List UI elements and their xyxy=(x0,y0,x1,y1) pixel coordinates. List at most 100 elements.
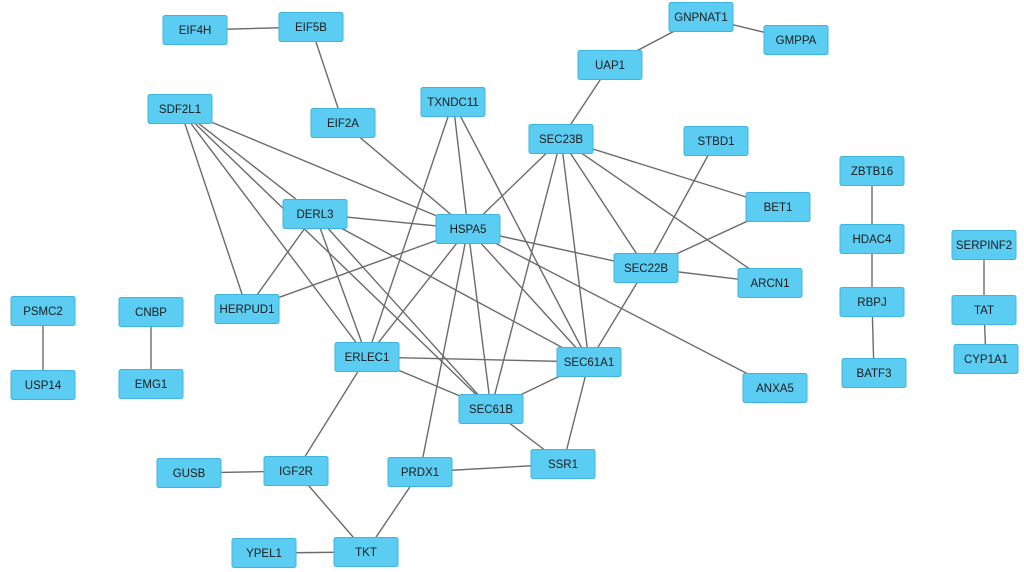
node-box xyxy=(953,344,1019,374)
node-box xyxy=(333,537,399,567)
node-label: YPEL1 xyxy=(246,548,282,560)
node-label: EMG1 xyxy=(135,379,168,391)
node-rbpj: RBPJ xyxy=(839,287,905,317)
node-box xyxy=(118,369,184,399)
node-stbd1: STBD1 xyxy=(683,126,749,156)
node-box xyxy=(214,294,280,324)
node-batf3: BATF3 xyxy=(841,358,907,388)
node-serpinf2: SERPINF2 xyxy=(951,230,1017,260)
node-arcn1: ARCN1 xyxy=(737,268,803,298)
node-label: SDF2L1 xyxy=(159,104,201,116)
node-label: EIF4H xyxy=(179,25,212,37)
node-box xyxy=(528,124,594,154)
node-label: PSMC2 xyxy=(23,306,63,318)
edge-eif5b-eif2a xyxy=(310,26,344,124)
node-box xyxy=(420,87,486,117)
node-label: ARCN1 xyxy=(751,278,790,290)
node-eif5b: EIF5B xyxy=(278,12,344,42)
node-box xyxy=(841,358,907,388)
edge-hspa5-sec61a1 xyxy=(467,228,590,363)
node-label: EIF2A xyxy=(327,118,359,130)
node-box xyxy=(613,253,679,283)
node-label: HERPUD1 xyxy=(220,304,275,316)
node-box xyxy=(334,342,400,372)
node-gusb: GUSB xyxy=(156,458,222,488)
node-ypel1: YPEL1 xyxy=(231,538,297,568)
node-box xyxy=(278,12,344,42)
node-label: GUSB xyxy=(173,468,206,480)
node-layer: EIF4H EIF5B EIF2A SDF2L1 TXNDC11 GNPNAT1GMPPA… xyxy=(10,2,1019,568)
node-box xyxy=(147,94,213,124)
edge-stbd1-sec22b xyxy=(645,140,717,269)
node-label: GMPPA xyxy=(776,35,817,47)
edge-sdf2l1-derl3 xyxy=(179,108,316,215)
node-box xyxy=(458,394,524,424)
node-box xyxy=(156,458,222,488)
node-uap1: UAP1 xyxy=(577,50,643,80)
node-label: RBPJ xyxy=(857,297,886,309)
node-box xyxy=(839,224,905,254)
node-box xyxy=(737,268,803,298)
node-box xyxy=(683,126,749,156)
node-box xyxy=(742,373,808,403)
node-igf2r: IGF2R xyxy=(263,456,329,486)
node-hdac4: HDAC4 xyxy=(839,224,905,254)
edge-sdf2l1-herpud1 xyxy=(179,108,248,310)
node-label: EIF5B xyxy=(295,22,327,34)
node-label: UAP1 xyxy=(595,60,625,72)
node-box xyxy=(263,456,329,486)
node-sdf2l1: SDF2L1 xyxy=(147,94,213,124)
node-hspa5: HSPA5 xyxy=(435,214,501,244)
node-label: HSPA5 xyxy=(450,224,487,236)
node-gmppa: GMPPA xyxy=(763,25,829,55)
node-cyp1a1: CYP1A1 xyxy=(953,344,1019,374)
node-prdx1: PRDX1 xyxy=(387,457,453,487)
node-eif2a: EIF2A xyxy=(310,108,376,138)
node-box xyxy=(118,297,184,327)
node-tkt: TKT xyxy=(333,537,399,567)
node-ssr1: SSR1 xyxy=(530,449,596,479)
node-box xyxy=(162,15,228,45)
edge-derl3-erlec1 xyxy=(314,213,368,358)
node-label: SERPINF2 xyxy=(956,240,1012,252)
node-box xyxy=(577,50,643,80)
node-usp14: USP14 xyxy=(10,370,76,400)
edge-sdf2l1-hspa5 xyxy=(179,108,469,230)
node-label: GNPNAT1 xyxy=(674,12,727,24)
node-sec61a1: SEC61A1 xyxy=(556,347,622,377)
node-box xyxy=(282,199,348,229)
node-emg1: EMG1 xyxy=(118,369,184,399)
node-label: HDAC4 xyxy=(853,234,893,246)
edge-sec23b-bet1 xyxy=(560,138,779,208)
node-label: CNBP xyxy=(135,307,167,319)
edge-sec23b-sec61a1 xyxy=(560,138,590,363)
node-label: SEC61B xyxy=(469,404,513,416)
node-sec23b: SEC23B xyxy=(528,124,594,154)
node-gnpnat1: GNPNAT1 xyxy=(668,2,734,32)
edge-derl3-sec61a1 xyxy=(314,213,590,363)
node-box xyxy=(435,214,501,244)
node-label: ZBTB16 xyxy=(851,166,893,178)
node-label: ANXA5 xyxy=(756,383,794,395)
node-box xyxy=(745,192,811,222)
node-label: BATF3 xyxy=(857,368,892,380)
node-herpud1: HERPUD1 xyxy=(214,294,280,324)
node-box xyxy=(556,347,622,377)
node-txndc11: TXNDC11 xyxy=(420,87,486,117)
node-tat: TAT xyxy=(951,295,1017,325)
node-label: SEC61A1 xyxy=(564,357,615,369)
edge-sec22b-sec61a1 xyxy=(588,267,647,363)
node-label: TXNDC11 xyxy=(427,97,479,109)
node-label: SEC22B xyxy=(624,263,668,275)
edge-hspa5-erlec1 xyxy=(366,228,469,358)
node-box xyxy=(10,296,76,326)
edge-eif2a-hspa5 xyxy=(342,122,469,230)
node-label: TKT xyxy=(355,547,377,559)
node-box xyxy=(839,287,905,317)
node-erlec1: ERLEC1 xyxy=(334,342,400,372)
node-label: SSR1 xyxy=(548,459,578,471)
edge-sec23b-arcn1 xyxy=(560,138,771,284)
edge-erlec1-igf2r xyxy=(295,356,368,472)
edge-sec61a1-ssr1 xyxy=(562,361,590,465)
